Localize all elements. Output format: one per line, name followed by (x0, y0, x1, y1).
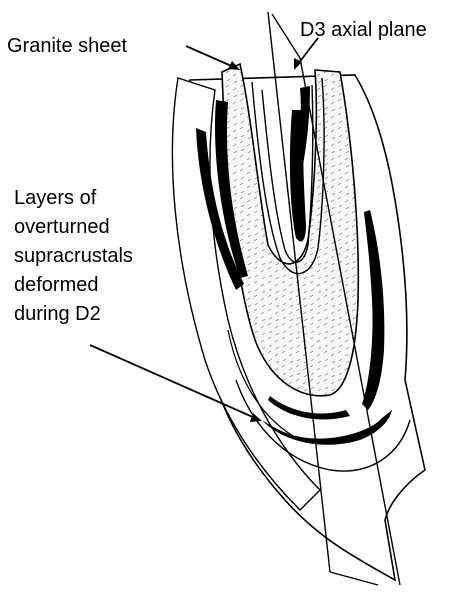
supracrustals-label-line: overturned (14, 213, 133, 242)
granite-sheet-arrow (186, 46, 240, 70)
supracrustals-label-line: supracrustals (14, 242, 133, 271)
axial-plane-label: D3 axial plane (300, 16, 427, 45)
supracrustals-label-line: Layers of (14, 184, 133, 213)
supracrustals-label-line: during D2 (14, 300, 133, 329)
supracrustals-label-line: deformed (14, 271, 133, 300)
supracrustals-label: Layers of overturned supracrustals defor… (14, 184, 133, 329)
axial-plane-line-2 (272, 14, 300, 58)
granite-sheet-label: Granite sheet (7, 32, 127, 61)
axial-plane-line-4 (330, 572, 378, 585)
